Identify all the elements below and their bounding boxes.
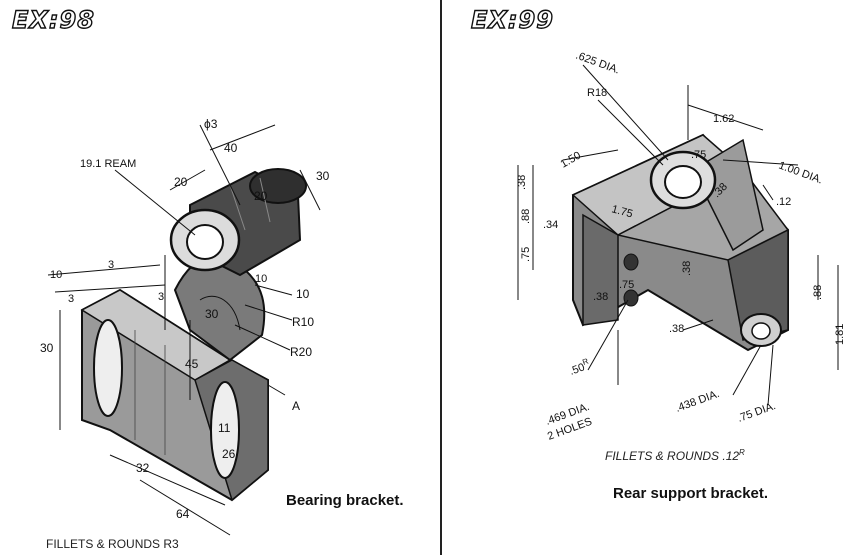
bearing-bracket-drawing: ϕ3 40 30 20 20 19.1 REAM 10 3 3 3 10 10 … (40, 117, 404, 551)
dim-10-c: 10 (296, 287, 310, 301)
dim-88: .88 (520, 209, 532, 224)
dim-30-top: 30 (316, 169, 330, 183)
ref-a: A (292, 399, 300, 413)
dim-75-c: .75 (619, 279, 634, 291)
panel-divider (440, 0, 442, 555)
dim-32: 32 (136, 461, 150, 475)
dim-20-b: 20 (254, 189, 268, 203)
dim-1-62: 1.62 (713, 113, 734, 125)
dim-r20: R20 (290, 345, 312, 359)
dim-3-b: 3 (68, 293, 74, 305)
dim-75-b: .75 (520, 247, 532, 262)
dim-625-dia: .625 DIA. (574, 50, 621, 77)
dim-1-75: 1.75 (610, 203, 634, 220)
bearing-boss (169, 168, 307, 277)
dimension-lines (517, 64, 839, 406)
dim-34: .34 (543, 219, 558, 231)
dim-1-00-dia: 1.00 DIA. (777, 160, 824, 187)
dim-12: .12 (776, 196, 791, 208)
dim-30-mid: 30 (205, 307, 219, 321)
web (173, 253, 266, 362)
dim-438-dia: .438 DIA. (674, 388, 721, 415)
dim-38-e: .38 (669, 323, 684, 335)
dim-11: 11 (218, 421, 231, 435)
slot-right (210, 381, 240, 479)
dim-3-a: 3 (108, 259, 114, 271)
dim-75-dia: .75 DIA. (736, 400, 777, 425)
rear-support-bracket-drawing: .625 DIA. R18 1.62 .75 1.00 DIA. 1.50 .3… (516, 50, 846, 502)
dim-38-d: .38 (681, 261, 693, 276)
dimension-lines (47, 124, 321, 536)
dim-38-c: .38 (593, 291, 608, 303)
dim-10-b: 10 (255, 273, 267, 285)
dim-r10: R10 (292, 315, 314, 329)
exercise-98-panel: EX:98 (11, 5, 404, 551)
dim-40: 40 (224, 141, 238, 155)
dim-r18: R18 (587, 87, 607, 99)
dim-1-81: 1.81 (834, 324, 846, 345)
dim-20-a: 20 (174, 175, 188, 189)
dim-64: 64 (176, 507, 190, 521)
holes (623, 150, 782, 347)
dim-10-a: 10 (50, 269, 62, 281)
base-plate (80, 288, 269, 502)
drawing-caption: Rear support bracket. (613, 485, 768, 502)
dim-88-b: .88 (812, 285, 824, 300)
slot-left (93, 319, 123, 417)
dim-3-c: 3 (158, 291, 164, 303)
dim-38-a: .38 (516, 175, 528, 190)
fillets-note: FILLETS & ROUNDS .12R (605, 448, 745, 463)
exercise-99-panel: EX:99 (443, 0, 855, 555)
dim-30-side: 30 (40, 341, 54, 355)
dim-1-50: 1.50 (559, 149, 584, 170)
exercise-title: EX:98 (11, 5, 95, 34)
dim-26: 26 (222, 447, 236, 461)
dim-45: 45 (185, 357, 199, 371)
drawing-caption: Bearing bracket. (286, 492, 404, 509)
fillets-note: FILLETS & ROUNDS R3 (46, 537, 179, 551)
dim-75-a: .75 (691, 149, 706, 161)
dim-ream: 19.1 REAM (80, 158, 136, 170)
exercise-title: EX:99 (470, 5, 554, 34)
dim-50r: .50R (567, 356, 592, 377)
dim-phi3: ϕ3 (204, 117, 218, 131)
